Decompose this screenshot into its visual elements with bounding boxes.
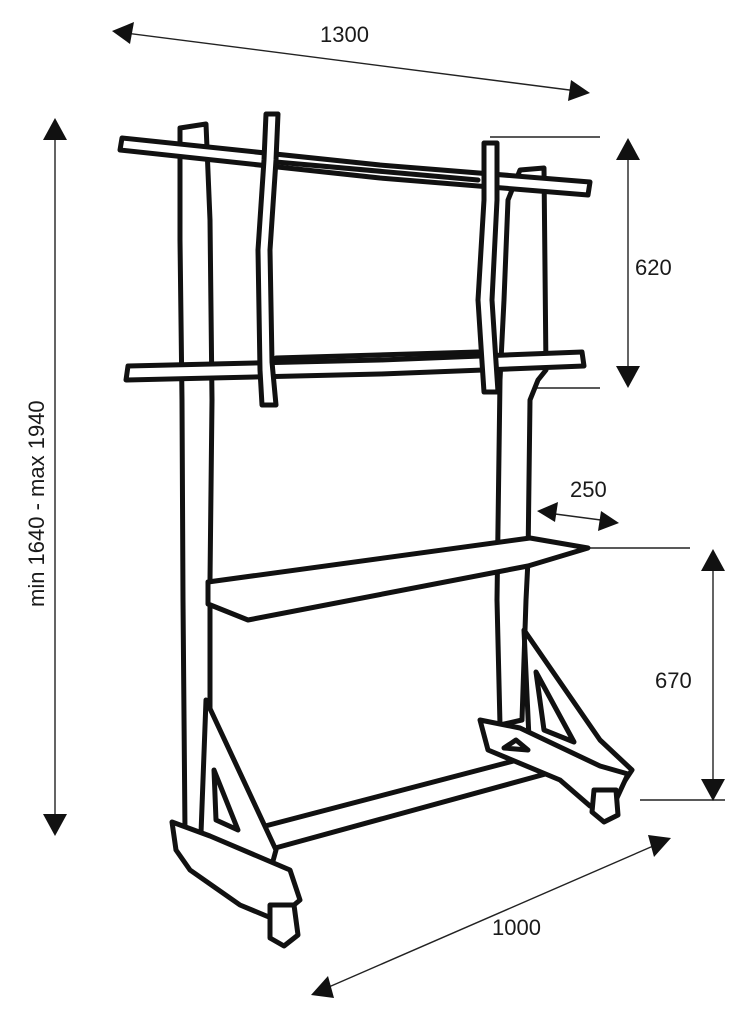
dim-base-width-label: 1000 [492,915,541,940]
front-leg-gusset [211,767,241,833]
dim-shelf-depth: 250 [537,477,619,531]
dim-shelf-height-label: 670 [655,668,692,693]
middle-crossbar [123,349,587,383]
right-bracket [475,140,501,395]
rear-leg-gusset [501,737,531,753]
dim-total-height: min 1640 - max 1940 [24,118,67,836]
dim-top-width: 1300 [112,22,590,101]
dim-shelf-height: 670 [590,547,725,801]
stand-frame [117,111,635,949]
dimension-lines: 1300 min 1640 - max 1940 620 250 [24,22,725,998]
rear-caster [589,787,621,825]
screen-panel-outline [273,159,481,361]
front-caster [267,902,301,949]
left-bracket [255,111,281,408]
dim-top-width-label: 1300 [320,22,369,47]
dim-total-height-label: min 1640 - max 1940 [24,400,49,607]
right-upright [494,165,549,728]
dim-bracket-height-label: 620 [635,255,672,280]
dim-base-width: 1000 [311,835,671,998]
rear-leg-inner-gusset [533,669,577,745]
dim-shelf-depth-label: 250 [570,477,607,502]
lower-cross-brace [247,749,563,853]
dim-bracket-height: 620 [490,136,672,389]
shelf [205,535,591,623]
